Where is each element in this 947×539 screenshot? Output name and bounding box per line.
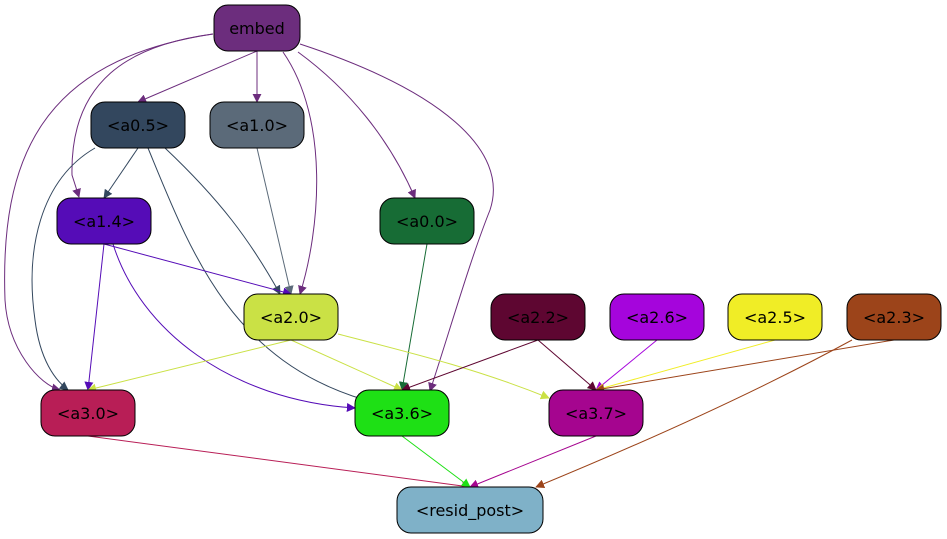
node-label: <a1.0> xyxy=(226,116,288,135)
node-label: <a2.3> xyxy=(863,308,925,327)
edge-embed-to-a0_5 xyxy=(137,50,258,103)
node-label: <a0.5> xyxy=(107,116,169,135)
node-label: <a2.2> xyxy=(507,308,569,327)
edge-a0_5-to-a1_4 xyxy=(103,147,139,199)
edge-a2_3-to-resid_post xyxy=(535,339,853,489)
node-label: <a3.7> xyxy=(565,404,627,423)
node-a2-2[interactable]: <a2.2> xyxy=(490,293,586,341)
node-box xyxy=(727,293,823,341)
node-box xyxy=(548,389,644,437)
edge-a0_5-to-a3_6 xyxy=(147,147,366,403)
node-box xyxy=(490,293,586,341)
node-a2-5[interactable]: <a2.5> xyxy=(727,293,823,341)
edges-layer xyxy=(4,33,895,491)
node-label: <a2.0> xyxy=(260,308,322,327)
edge-a2_2-to-a3_6 xyxy=(401,339,539,392)
edge-a2_0-to-a3_0 xyxy=(87,339,292,393)
nodes-layer: embed <a0.5> <a1.0> <a1.4> <a0.0> <a2.0> <a2.2… xyxy=(40,4,942,534)
edge-a0_5-to-a2_0 xyxy=(164,147,281,295)
edge-a0_5-to-a3_0 xyxy=(31,147,96,391)
edge-a2_3-to-a3_7 xyxy=(595,339,895,394)
edge-a1_4-to-a3_0 xyxy=(84,243,105,391)
node-label: <a2.5> xyxy=(744,308,806,327)
node-box xyxy=(354,389,450,437)
node-box xyxy=(846,293,942,341)
edge-embed-to-a3_0 xyxy=(4,33,214,393)
node-box xyxy=(396,486,544,534)
edge-embed-to-a2_0 xyxy=(282,51,318,295)
node-a1-0[interactable]: <a1.0> xyxy=(209,101,305,149)
node-box xyxy=(609,293,705,341)
node-a2-0[interactable]: <a2.0> xyxy=(243,293,339,341)
node-box xyxy=(40,389,136,437)
node-a0-5[interactable]: <a0.5> xyxy=(90,101,186,149)
node-a3-0[interactable]: <a3.0> xyxy=(40,389,136,437)
node-box xyxy=(213,4,301,52)
edge-a3_0-to-resid_post xyxy=(87,435,471,491)
edge-a1_4-to-a3_6 xyxy=(112,243,356,412)
node-label: <resid_post> xyxy=(416,501,524,521)
edge-a1_0-to-a2_0 xyxy=(256,147,294,295)
edge-a2_6-to-a3_7 xyxy=(595,339,658,391)
edge-embed-to-a0_0 xyxy=(297,51,416,199)
node-resid-post[interactable]: <resid_post> xyxy=(396,486,544,534)
node-box xyxy=(379,197,475,245)
edge-a2_0-to-a3_7 xyxy=(337,333,550,400)
node-box xyxy=(90,101,186,149)
edge-a2_2-to-a3_7 xyxy=(537,339,597,391)
node-box xyxy=(243,293,339,341)
node-label: embed xyxy=(229,19,285,38)
node-embed[interactable]: embed xyxy=(213,4,301,52)
node-label: <a0.0> xyxy=(396,212,458,231)
node-a1-4[interactable]: <a1.4> xyxy=(56,197,152,245)
node-box xyxy=(209,101,305,149)
edge-a3_7-to-resid_post xyxy=(469,435,597,489)
edge-a3_6-to-resid_post xyxy=(401,435,471,488)
node-label: <a2.6> xyxy=(626,308,688,327)
node-label: <a3.0> xyxy=(57,404,119,423)
node-a2-6[interactable]: <a2.6> xyxy=(609,293,705,341)
node-label: <a3.6> xyxy=(371,404,433,423)
edge-a1_4-to-a2_0 xyxy=(103,243,292,297)
edge-embed-to-a3_6 xyxy=(299,43,494,392)
node-label: <a1.4> xyxy=(73,212,135,231)
node-a3-6[interactable]: <a3.6> xyxy=(354,389,450,437)
edge-a0_0-to-a3_6 xyxy=(398,243,428,391)
node-a3-7[interactable]: <a3.7> xyxy=(548,389,644,437)
edge-a2_5-to-a3_7 xyxy=(595,339,776,393)
node-a2-3[interactable]: <a2.3> xyxy=(846,293,942,341)
edge-a2_0-to-a3_6 xyxy=(290,339,403,391)
node-a0-0[interactable]: <a0.0> xyxy=(379,197,475,245)
node-box xyxy=(56,197,152,245)
